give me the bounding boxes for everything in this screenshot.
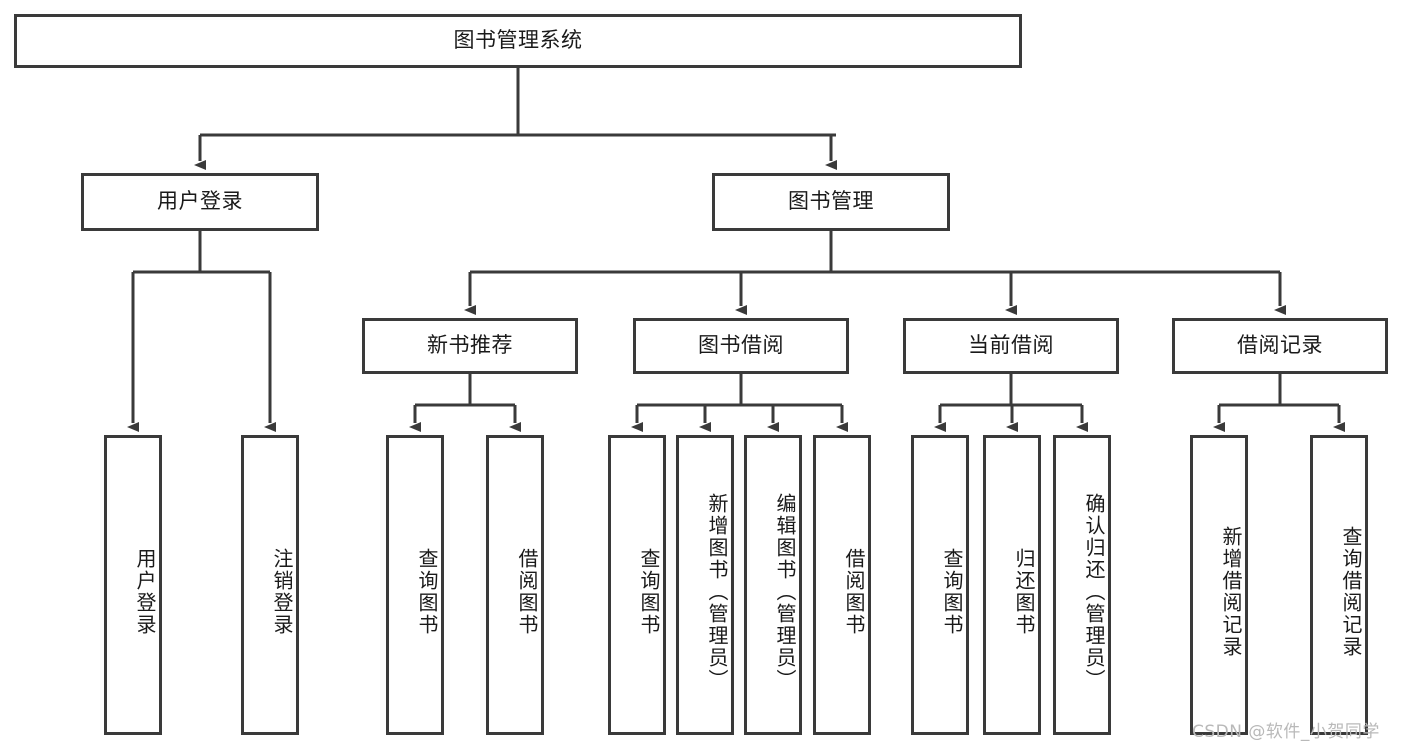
node-book-manage[interactable]: 图书管理 bbox=[712, 173, 950, 231]
node-new-book-recommend[interactable]: 新书推荐 bbox=[362, 318, 578, 374]
node-leaf-query-book-1-label: 查询图书 bbox=[415, 548, 439, 636]
node-leaf-logout[interactable]: 注销登录 bbox=[241, 435, 299, 735]
node-leaf-add-book-label: 新增图书（管理员） bbox=[705, 493, 729, 691]
node-leaf-query-book-1[interactable]: 查询图书 bbox=[386, 435, 444, 735]
node-leaf-query-book-2-label: 查询图书 bbox=[637, 548, 661, 636]
node-leaf-query-book-3-label: 查询图书 bbox=[940, 548, 964, 636]
node-leaf-edit-book-label: 编辑图书（管理员） bbox=[773, 493, 797, 691]
node-leaf-add-record-label: 新增借阅记录 bbox=[1219, 526, 1243, 658]
node-leaf-user-login-label: 用户登录 bbox=[133, 548, 157, 636]
node-book-borrow[interactable]: 图书借阅 bbox=[633, 318, 849, 374]
node-borrow-record[interactable]: 借阅记录 bbox=[1172, 318, 1388, 374]
node-leaf-borrow-book-1-label: 借阅图书 bbox=[515, 548, 539, 636]
node-leaf-return-book[interactable]: 归还图书 bbox=[983, 435, 1041, 735]
node-leaf-add-book[interactable]: 新增图书（管理员） bbox=[676, 435, 734, 735]
node-leaf-add-record[interactable]: 新增借阅记录 bbox=[1190, 435, 1248, 735]
node-leaf-return-book-label: 归还图书 bbox=[1012, 548, 1036, 636]
node-leaf-edit-book[interactable]: 编辑图书（管理员） bbox=[744, 435, 802, 735]
node-root[interactable]: 图书管理系统 bbox=[14, 14, 1022, 68]
node-leaf-confirm-return-label: 确认归还（管理员） bbox=[1082, 493, 1106, 691]
node-new-book-recommend-label: 新书推荐 bbox=[427, 333, 513, 358]
csdn-watermark: CSDN @软件_小贺同学 bbox=[1192, 722, 1380, 742]
node-root-label: 图书管理系统 bbox=[453, 28, 583, 53]
node-user-login-label: 用户登录 bbox=[157, 189, 243, 214]
node-leaf-query-record[interactable]: 查询借阅记录 bbox=[1310, 435, 1368, 735]
node-book-manage-label: 图书管理 bbox=[788, 189, 874, 214]
node-borrow-record-label: 借阅记录 bbox=[1237, 333, 1323, 358]
node-current-borrow-label: 当前借阅 bbox=[968, 333, 1054, 358]
node-book-borrow-label: 图书借阅 bbox=[698, 333, 784, 358]
node-leaf-user-login[interactable]: 用户登录 bbox=[104, 435, 162, 735]
node-leaf-confirm-return[interactable]: 确认归还（管理员） bbox=[1053, 435, 1111, 735]
node-leaf-borrow-book-2-label: 借阅图书 bbox=[842, 548, 866, 636]
node-leaf-borrow-book-2[interactable]: 借阅图书 bbox=[813, 435, 871, 735]
node-leaf-query-book-2[interactable]: 查询图书 bbox=[608, 435, 666, 735]
node-leaf-logout-label: 注销登录 bbox=[270, 548, 294, 636]
node-leaf-query-book-3[interactable]: 查询图书 bbox=[911, 435, 969, 735]
node-user-login[interactable]: 用户登录 bbox=[81, 173, 319, 231]
node-leaf-borrow-book-1[interactable]: 借阅图书 bbox=[486, 435, 544, 735]
node-current-borrow[interactable]: 当前借阅 bbox=[903, 318, 1119, 374]
node-leaf-query-record-label: 查询借阅记录 bbox=[1339, 526, 1363, 658]
